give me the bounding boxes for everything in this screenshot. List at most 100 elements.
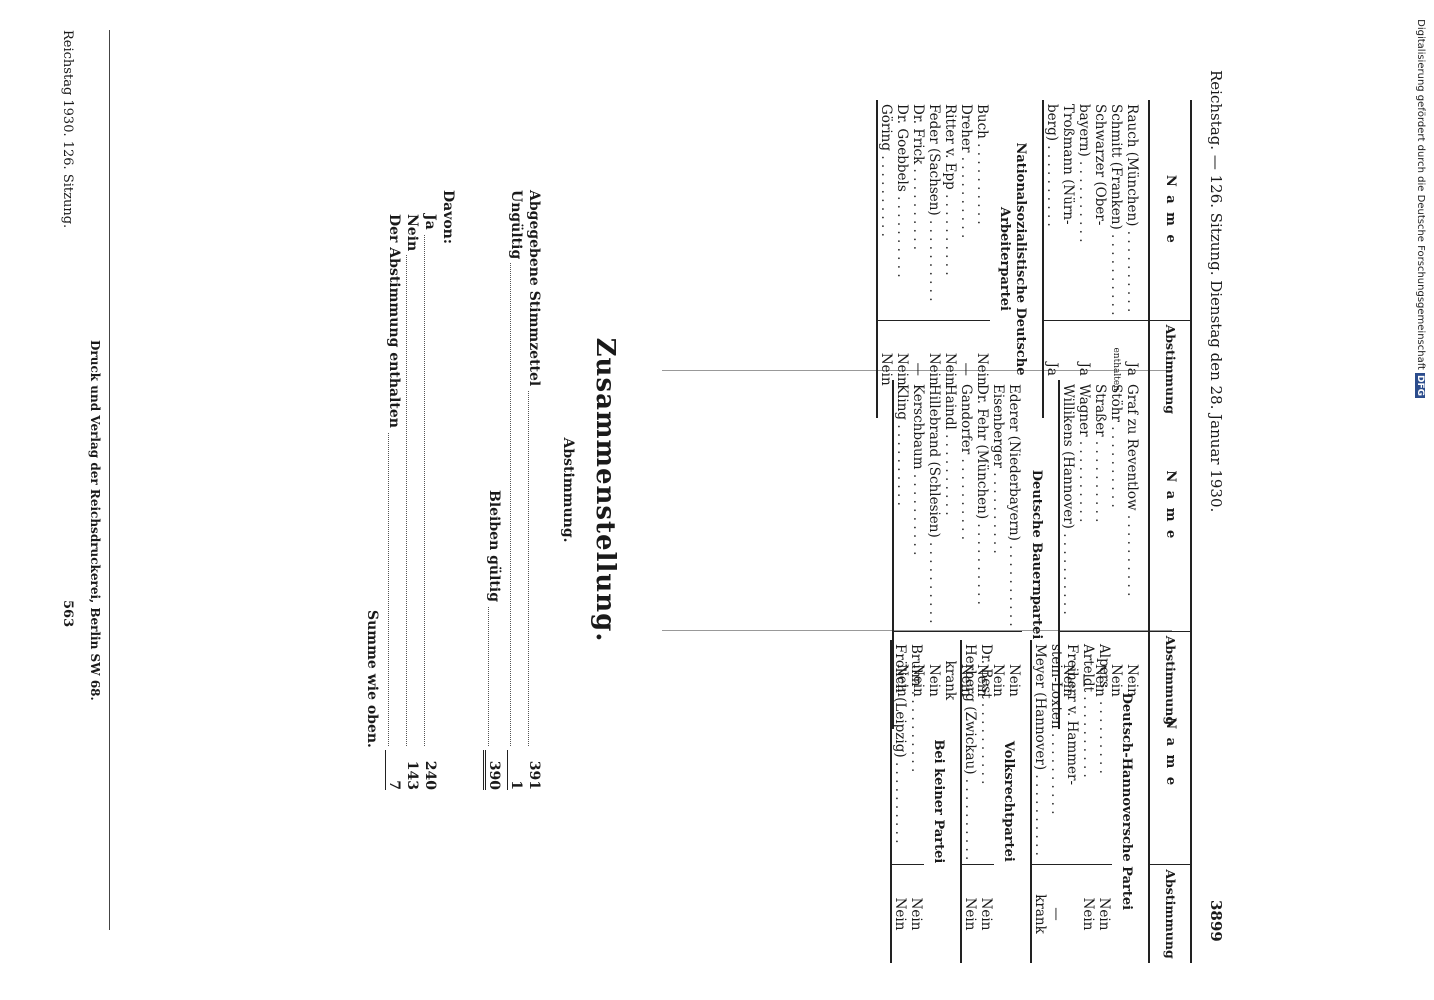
member-name: Dr. Best	[978, 640, 994, 865]
member-name: Eisenberger	[990, 380, 1006, 631]
sheet-caption: Reichstag 1930. 126. Sitzung.	[60, 30, 75, 229]
summary-row-ja: Ja 240	[420, 214, 438, 790]
member-vote: Nein	[978, 864, 994, 963]
member-name: stein-Loxten	[1048, 640, 1064, 865]
member-name: berg)	[1043, 100, 1060, 321]
member-name: Dreher	[958, 100, 974, 320]
member-name: Arteldt	[1080, 640, 1096, 865]
member-name: Feder (Sachsen)	[926, 100, 942, 320]
table-row: Dr. BestNein	[978, 640, 994, 963]
member-vote: —	[1048, 864, 1064, 963]
table-row: GöringNein	[877, 100, 894, 418]
table-row: Ritter v. EppNein	[942, 100, 958, 418]
footer-rule	[109, 30, 110, 930]
member-vote: Nein	[891, 864, 908, 963]
member-name: Straßer	[1092, 380, 1108, 631]
party-heading: Bei keiner Partei	[931, 739, 946, 864]
table-row: Dreher—	[958, 100, 974, 418]
table-row: bayern)Ja	[1076, 100, 1092, 418]
table-row: stein-Loxten—	[1048, 640, 1064, 963]
summary-label: Davon:	[440, 190, 456, 249]
vote-column-header: Abstimmung	[1149, 864, 1191, 963]
table-row: Meyer (Hannover)krank	[1031, 640, 1048, 963]
member-name: Frölich (Leipzig)	[891, 640, 908, 865]
table-row: AlpersNein	[1096, 640, 1112, 963]
member-name: Dr. Frick	[910, 100, 926, 320]
member-vote: Nein	[1096, 864, 1112, 963]
member-name: Troßmann (Nürn-	[1060, 104, 1076, 225]
party-heading: Deutsch-Hannoversche Partei	[1119, 692, 1134, 911]
member-vote: Nein	[908, 864, 924, 963]
table-row: Dr. GoebbelsNein	[894, 100, 910, 418]
document-page: Reichstag. — 126. Sitzung. Dienstag den …	[60, 30, 1225, 963]
summary-row-ungueltig: Ungültig 1	[506, 190, 524, 790]
party-heading: Nationalsozialistische Deutsche Arbeiter…	[997, 142, 1028, 376]
member-name: Haindl	[942, 380, 958, 631]
summary-label: Nein	[404, 214, 420, 256]
member-name: Alpers	[1096, 640, 1112, 865]
summary-title: Zusammenstellung.	[590, 337, 620, 643]
table-row: ArteldtNein	[1080, 640, 1096, 963]
printer-imprint: Druck und Verlag der Reichsdruckerei, Be…	[88, 340, 102, 701]
member-name: Dr. Goebbels	[894, 100, 910, 320]
member-name: Schmitt (Franken)	[1108, 100, 1124, 320]
member-name: Schwarzer (Ober-	[1092, 104, 1108, 226]
member-vote: krank	[1031, 864, 1048, 963]
name-column-header: N a m e	[1149, 640, 1191, 865]
summary-label: Bleiben gültig	[486, 490, 502, 606]
summary-value: 143	[404, 760, 420, 790]
summary-label: Der Abstimmung enthalten	[386, 214, 402, 432]
summary-label: Ja	[422, 214, 438, 234]
member-vote: Nein	[1080, 864, 1096, 963]
member-name: Kerschbaum	[910, 380, 926, 631]
member-name: Ederer (Niederbayern)	[1006, 380, 1022, 631]
table-row: BuchNein	[974, 100, 990, 418]
summary-value: 391	[526, 760, 542, 790]
table-row: Herberg (Zwickau)Nein	[961, 640, 978, 963]
member-name: Stöhr	[1108, 380, 1124, 631]
member-vote: Nein	[961, 864, 978, 963]
party-heading: Volksrechtpartei	[1001, 740, 1016, 862]
table-row: Dr. Frick—	[910, 100, 926, 418]
summary-davon: Davon:	[438, 190, 456, 790]
member-name: Willikens (Hannover)	[1059, 380, 1076, 632]
name-column-header: N a m e	[1149, 380, 1191, 632]
table-row: Feder (Sachsen)Nein	[926, 100, 942, 418]
member-name: Herberg (Zwickau)	[961, 640, 978, 865]
summary-row-summe: Summe wie oben.	[362, 190, 380, 790]
summary-value: 1	[507, 750, 524, 790]
page-number: 3899	[1207, 900, 1225, 942]
summary-label: Ungültig	[508, 190, 524, 264]
summary-row-nein: Nein 143	[402, 214, 420, 790]
table-row: Freiherr v. Hammer-	[1064, 640, 1080, 963]
dfg-watermark: Digitalisierung gefördert durch die Deut…	[1412, 8, 1426, 398]
table-row: BruhnNein	[908, 640, 924, 963]
summary-row-gueltig: Bleiben gültig 390	[483, 190, 502, 790]
member-name: Gandorfer	[958, 380, 974, 631]
member-name: Kling	[893, 380, 910, 632]
summary-value: 7	[385, 750, 402, 790]
table-row: Rauch (München)Ja	[1124, 100, 1140, 418]
member-name: Buch	[974, 100, 990, 320]
table-row: Schmitt (Franken)enthalten	[1108, 100, 1124, 418]
summary-value: 390	[483, 750, 502, 790]
member-name: Bruhn	[908, 640, 924, 865]
sheet-number: 563	[60, 600, 75, 628]
watermark-text: Digitalisierung gefördert durch die Deut…	[1415, 19, 1426, 370]
summary-row-enthalten: Der Abstimmung enthalten 7	[384, 214, 402, 790]
member-name: Wagner	[1076, 380, 1092, 631]
summary-subtitle: Abstimmung.	[560, 437, 576, 543]
member-name: Meyer (Hannover)	[1031, 640, 1048, 865]
member-name: Dr. Fehr (München)	[974, 380, 990, 631]
summary-value: 240	[422, 760, 438, 790]
member-name: Rauch (München)	[1124, 100, 1140, 320]
table-row: Frölich (Leipzig)Nein	[891, 640, 908, 963]
member-name: Freiherr v. Hammer-	[1064, 644, 1080, 786]
member-name: Graf zu Reventlow	[1124, 380, 1140, 631]
member-name: bayern)	[1076, 100, 1092, 320]
member-name: Göring	[877, 100, 894, 321]
